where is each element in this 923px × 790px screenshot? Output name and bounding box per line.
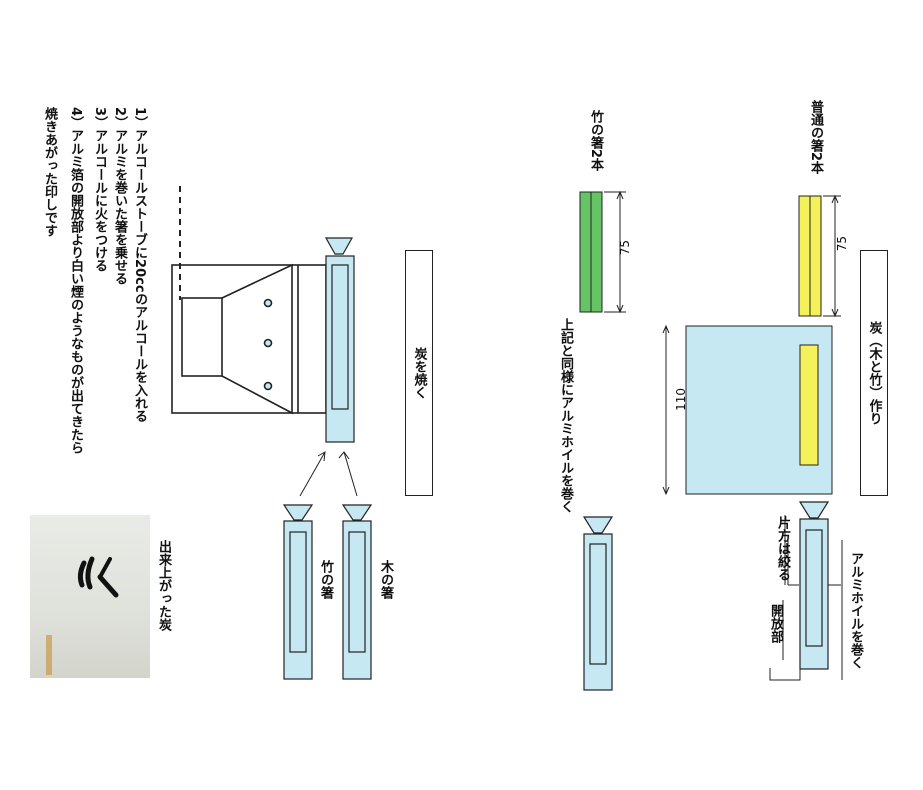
same-as-above-label: 上記と同様にアルミホイルを巻く	[558, 318, 573, 513]
burn-charcoal-box: 炭を焼く	[405, 250, 433, 496]
normal-chopsticks-yellow	[798, 195, 822, 317]
wood-chopstick-label: 木の箸	[378, 560, 393, 599]
step-4-continued: 焼きあがった印しです	[42, 107, 57, 237]
dimension-75-green-label: 75	[618, 240, 632, 256]
finished-charcoal-photo	[30, 515, 150, 678]
charcoal-making-title: 炭（木と竹）作り	[866, 321, 882, 425]
pointer-open-part	[769, 668, 801, 681]
open-part-label: 開放部	[768, 604, 783, 643]
step-1: 1）アルコールストーブに20ccのアルコールを入れる	[132, 107, 147, 423]
squeeze-one-side-label: 片方は絞る	[775, 516, 790, 581]
dimension-75-green	[604, 190, 626, 314]
bamboo-two-label: 竹の箸2本	[588, 110, 603, 172]
dimension-75-yellow-label: 75	[835, 236, 849, 252]
dimension-110-label: 110	[674, 388, 688, 411]
foil-chopstick-middle	[582, 516, 614, 691]
bamboo-chopsticks-green	[579, 191, 603, 313]
charcoal-pieces-image	[46, 556, 119, 675]
stove-hole-1	[263, 298, 273, 308]
burn-charcoal-label: 炭を焼く	[411, 347, 427, 399]
normal-two-label: 普通の箸2本	[808, 100, 823, 175]
foil-chopstick-wood	[341, 504, 373, 680]
charcoal-making-box: 炭（木と竹）作り	[860, 250, 888, 496]
dimension-110	[662, 324, 670, 496]
foil-chopstick-bamboo	[282, 504, 314, 680]
stove-hole-3	[263, 381, 273, 391]
step-3: 3）アルコールに火をつける	[92, 107, 107, 273]
foil-sheet	[685, 325, 833, 495]
wrap-foil-label: アルミホイルを巻く	[848, 552, 863, 669]
dimension-75-yellow	[823, 194, 841, 318]
arrow-wood	[343, 451, 358, 497]
step-2: 2）アルミを巻いた箸を乗せる	[112, 107, 127, 286]
step-4: 4）アルミ箔の開放部より白い煙のようなものが出てきたら	[68, 107, 83, 455]
foil-chopstick-on-stove	[324, 237, 355, 443]
foil-chopstick-wrapped-right	[798, 501, 830, 670]
arrow-bamboo	[299, 451, 326, 497]
bamboo-chopstick-label: 竹の箸	[318, 560, 333, 599]
finished-charcoal-label: 出来上がった炭	[156, 540, 171, 631]
stove-hole-2	[263, 338, 273, 348]
alcohol-stove	[171, 263, 327, 415]
